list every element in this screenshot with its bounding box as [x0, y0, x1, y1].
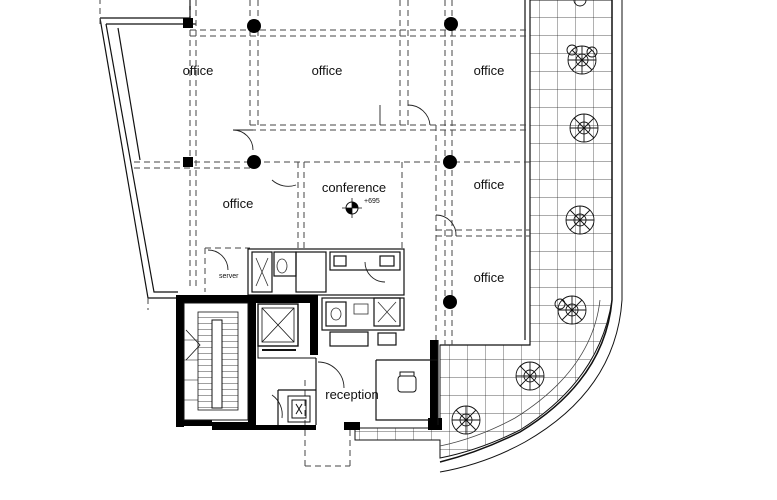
outer-walls	[99, 0, 531, 346]
room-label-office-5: office	[474, 177, 505, 192]
structural-columns	[183, 17, 458, 309]
stair-icon	[183, 302, 249, 421]
room-label-server: server	[219, 273, 239, 280]
elevation-marker-icon	[342, 198, 362, 218]
elevator-icon	[257, 303, 316, 359]
terrace-outer-wall	[439, 0, 613, 463]
room-label-office-6: office	[474, 270, 505, 285]
bathroom-fixtures	[255, 257, 397, 323]
room-label-conference: conference	[322, 180, 386, 195]
plant-icon	[566, 44, 598, 75]
square-column	[183, 157, 193, 167]
plant-icon	[451, 405, 481, 435]
column	[247, 19, 261, 33]
room-label-office-2: office	[312, 63, 343, 78]
terrace-inner-rail	[439, 299, 601, 447]
plant-icon	[554, 295, 587, 325]
square-column	[183, 18, 193, 28]
elevation-label: +695	[364, 198, 380, 205]
room-label-reception: reception	[325, 387, 378, 402]
core-walls	[247, 248, 405, 347]
plant-icon	[573, 0, 587, 7]
column	[443, 155, 457, 169]
wheelchair-lift-icon	[287, 395, 311, 423]
plant-icon	[569, 113, 599, 143]
room-label-office-4: office	[223, 196, 254, 211]
door-swings	[207, 104, 457, 419]
column	[444, 17, 458, 31]
reception-walls	[277, 340, 439, 425]
chair-icon	[397, 371, 417, 393]
room-label-office-1: office	[183, 63, 214, 78]
plant-icon	[565, 205, 595, 235]
column	[247, 155, 261, 169]
column	[443, 295, 457, 309]
plant-icons	[451, 0, 599, 435]
room-label-office-3: office	[474, 63, 505, 78]
plant-icon	[515, 361, 545, 391]
terrace-parapet	[439, 0, 623, 473]
terrace-tiles	[354, 0, 613, 459]
